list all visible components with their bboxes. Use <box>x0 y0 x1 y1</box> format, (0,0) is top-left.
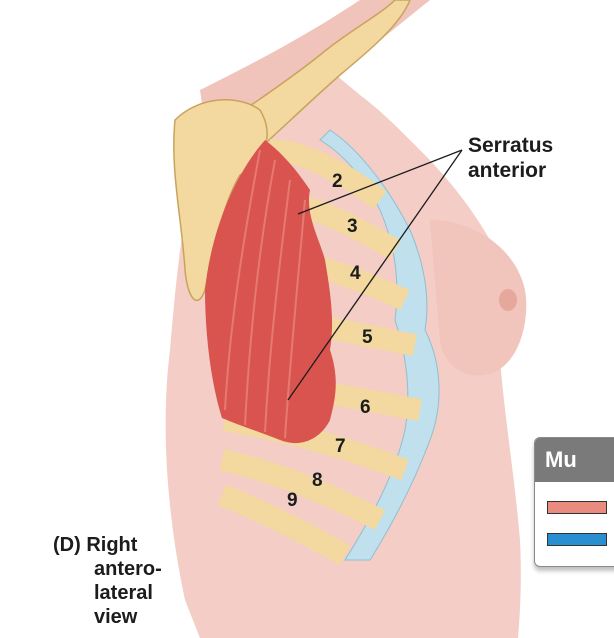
legend-header: Mu <box>535 438 614 482</box>
rib-label-3: 3 <box>347 216 358 237</box>
rib-label-2: 2 <box>332 171 343 192</box>
rib-8 <box>219 449 385 530</box>
view-caption-line-2: antero- <box>94 558 162 580</box>
rib-label-7: 7 <box>335 436 346 457</box>
nipple <box>499 289 517 311</box>
rib-2 <box>269 139 387 209</box>
rib-label-5: 5 <box>362 327 373 348</box>
legend-swatch-muscle <box>547 501 607 514</box>
rib-9 <box>217 484 351 565</box>
serratus-label-line-2: anterior <box>468 159 547 182</box>
view-caption-line-4: view <box>94 606 138 628</box>
rib-label-4: 4 <box>350 263 361 284</box>
breast <box>430 220 527 376</box>
muscle-fibers <box>224 149 306 439</box>
view-caption-line-3: lateral <box>94 582 153 604</box>
rib-label-9: 9 <box>287 490 298 511</box>
view-caption: (D) Right antero- lateral view <box>53 533 162 629</box>
serratus-anterior-label: Serratus anterior <box>468 133 553 183</box>
rib-label-8: 8 <box>312 470 323 491</box>
legend-swatch-cartilage <box>547 533 607 546</box>
rib-label-6: 6 <box>360 397 371 418</box>
leader-line-upper <box>297 149 463 215</box>
view-caption-line-1: (D) Right <box>53 534 138 556</box>
serratus-label-line-1: Serratus <box>468 134 554 157</box>
leader-line-lower <box>287 149 463 401</box>
legend-box: Mu <box>534 437 614 567</box>
